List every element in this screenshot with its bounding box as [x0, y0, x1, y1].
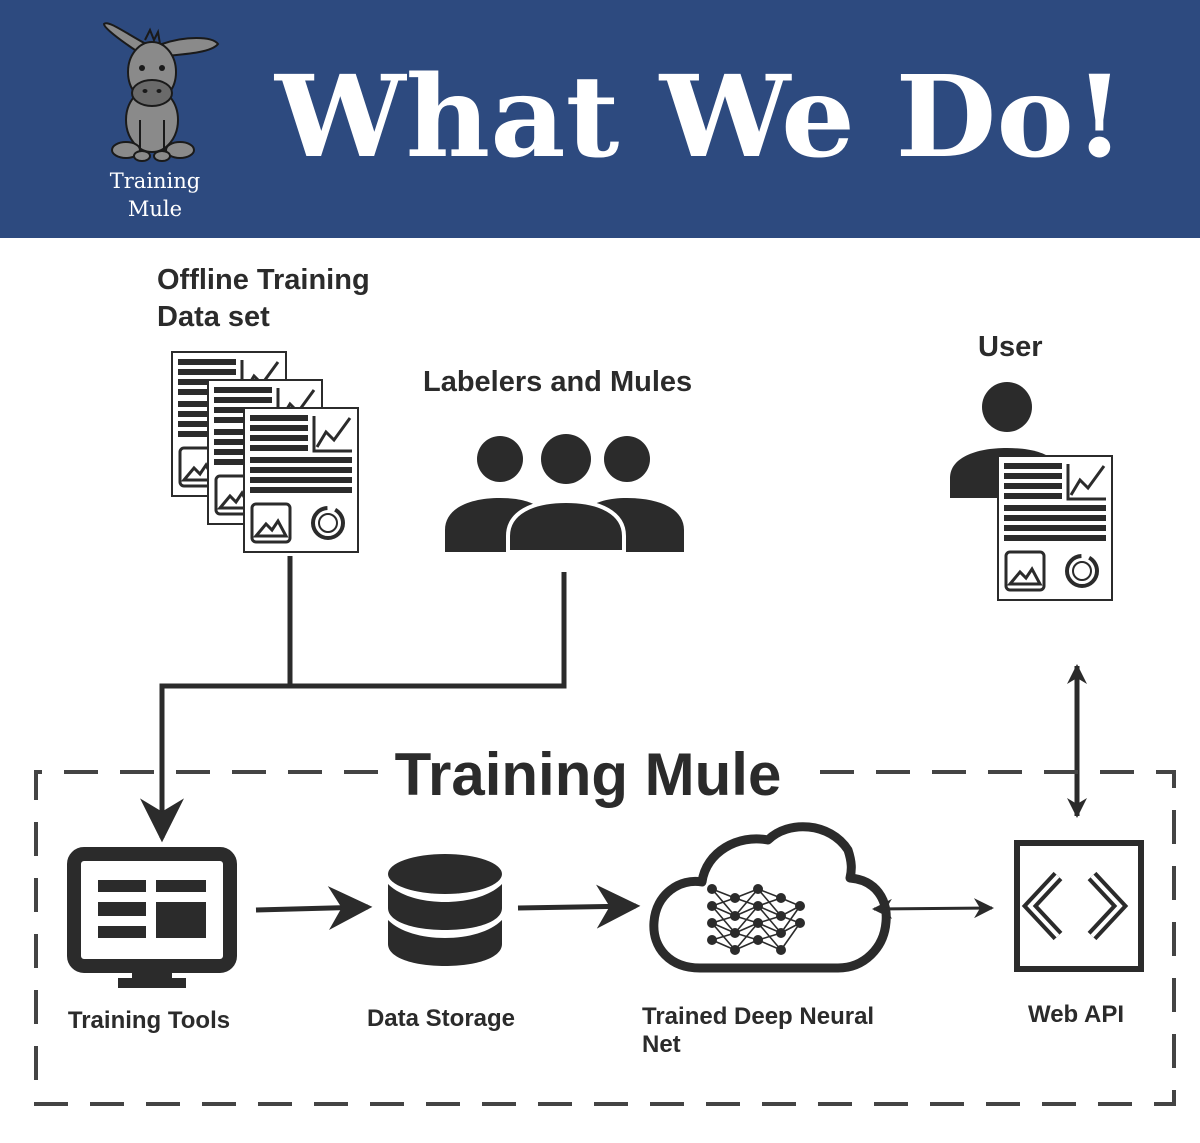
document-stack-icon — [170, 350, 360, 554]
offline-dataset-label-line1: Offline Training — [157, 264, 370, 296]
system-title: Training Mule — [395, 741, 782, 808]
user-label: User — [978, 331, 1043, 363]
code-icon — [1014, 840, 1144, 972]
logo-text-line2: Mule — [128, 197, 182, 221]
monitor-icon — [67, 847, 237, 988]
offline-dataset-label-line2: Data set — [157, 301, 270, 333]
donkey-icon — [102, 22, 220, 162]
cloud-neural-net-icon — [649, 822, 891, 973]
user-document-icon — [996, 454, 1114, 602]
arrow-storage-to-dnn — [517, 884, 641, 929]
database-icon — [388, 854, 502, 966]
training-tools-label: Training Tools — [68, 1007, 230, 1034]
dnn-label-line1: Trained Deep Neural — [642, 1003, 874, 1030]
connector-to-training-tools — [140, 572, 567, 843]
arrow-tools-to-storage — [255, 886, 373, 931]
arrow-dnn-web-api — [872, 898, 994, 919]
group-icon — [445, 434, 684, 554]
data-storage-label: Data Storage — [367, 1005, 515, 1032]
dnn-label-line2: Net — [642, 1031, 681, 1058]
logo-text-line1: Training — [110, 169, 201, 193]
labelers-label: Labelers and Mules — [423, 366, 692, 398]
web-api-label: Web API — [1028, 1001, 1124, 1028]
system-boundary — [34, 770, 1176, 1106]
page-title: What We Do! — [274, 52, 1125, 183]
